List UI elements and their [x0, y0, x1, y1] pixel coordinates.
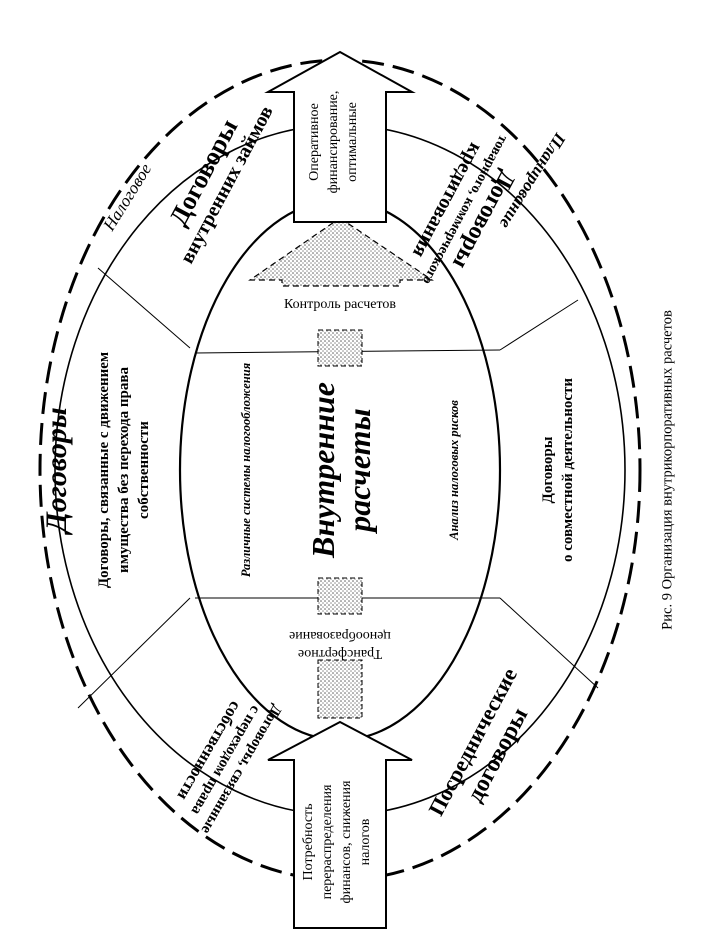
top-arrow	[264, 50, 416, 223]
top-arrow-text-3: оптимальные	[345, 102, 360, 182]
bottom-arrow-text-3: финансов, снижения	[339, 780, 354, 903]
central-band-lower	[317, 659, 363, 719]
top-arrow-text-1: Оперативное	[307, 103, 322, 181]
divider-line	[499, 597, 599, 689]
bottom-arrow-text-4: налогов	[358, 818, 373, 865]
top-arrow-text-2: финансирование,	[326, 91, 341, 194]
inner-label-transfer-pricing-2: ценообразование	[289, 628, 391, 643]
central-band-top	[317, 329, 363, 367]
inner-label-tax-risks: Анализ налоговых рисков	[447, 400, 461, 541]
bottom-arrow-text-2: перераспределения	[320, 784, 335, 899]
section-joint-line1: Договоры	[540, 436, 556, 503]
inner-label-transfer-pricing-1: Трансфертное	[298, 646, 382, 661]
divider-line	[499, 299, 579, 351]
inner-label-control: Контроль расчетов	[284, 297, 396, 312]
divider-line	[97, 267, 191, 349]
center-title-line2: расчеты	[341, 408, 377, 534]
inner-stippled-arrowhead	[248, 217, 434, 287]
bottom-arrow-text-1: Потребность	[301, 803, 316, 880]
section-property-line3: собственности	[136, 421, 152, 519]
inner-label-tax-systems: Различные системы налогообложения	[239, 362, 253, 577]
outer-left-title: Договоры	[40, 407, 73, 535]
section-property-line2: имущества без перехода права	[116, 367, 132, 573]
center-title-line1: Внутренние	[305, 382, 341, 559]
figure-caption-text: Рис. 9 Организация внутрикорпоративных р…	[659, 310, 676, 630]
section-property-line1: Договоры, связанные с движением	[96, 352, 112, 588]
bottom-arrow	[267, 720, 413, 929]
section-joint-line2: о совместной деятельности	[560, 378, 576, 562]
outer-tax-label: Налоговое	[99, 160, 156, 235]
divider-line	[77, 597, 191, 709]
central-band-bottom	[317, 577, 363, 615]
